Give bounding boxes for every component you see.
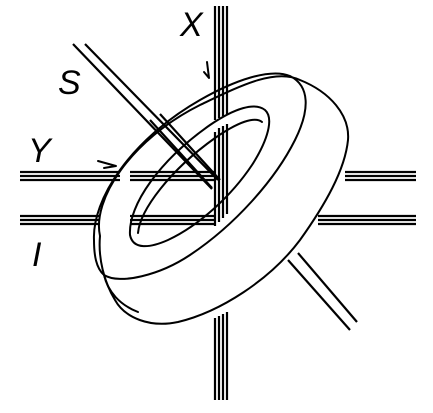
s-wire: [72, 43, 358, 331]
x-arrow-icon: [203, 61, 210, 79]
y-wire: [20, 170, 416, 182]
s-wire-through: [149, 113, 221, 189]
label-s: S: [58, 64, 81, 102]
x-wire: [213, 6, 229, 400]
i-wire: [20, 214, 416, 226]
label-x: X: [179, 6, 204, 44]
y-arrow-icon: [97, 160, 117, 169]
label-y: Y: [28, 132, 53, 170]
label-i: I: [32, 236, 42, 274]
